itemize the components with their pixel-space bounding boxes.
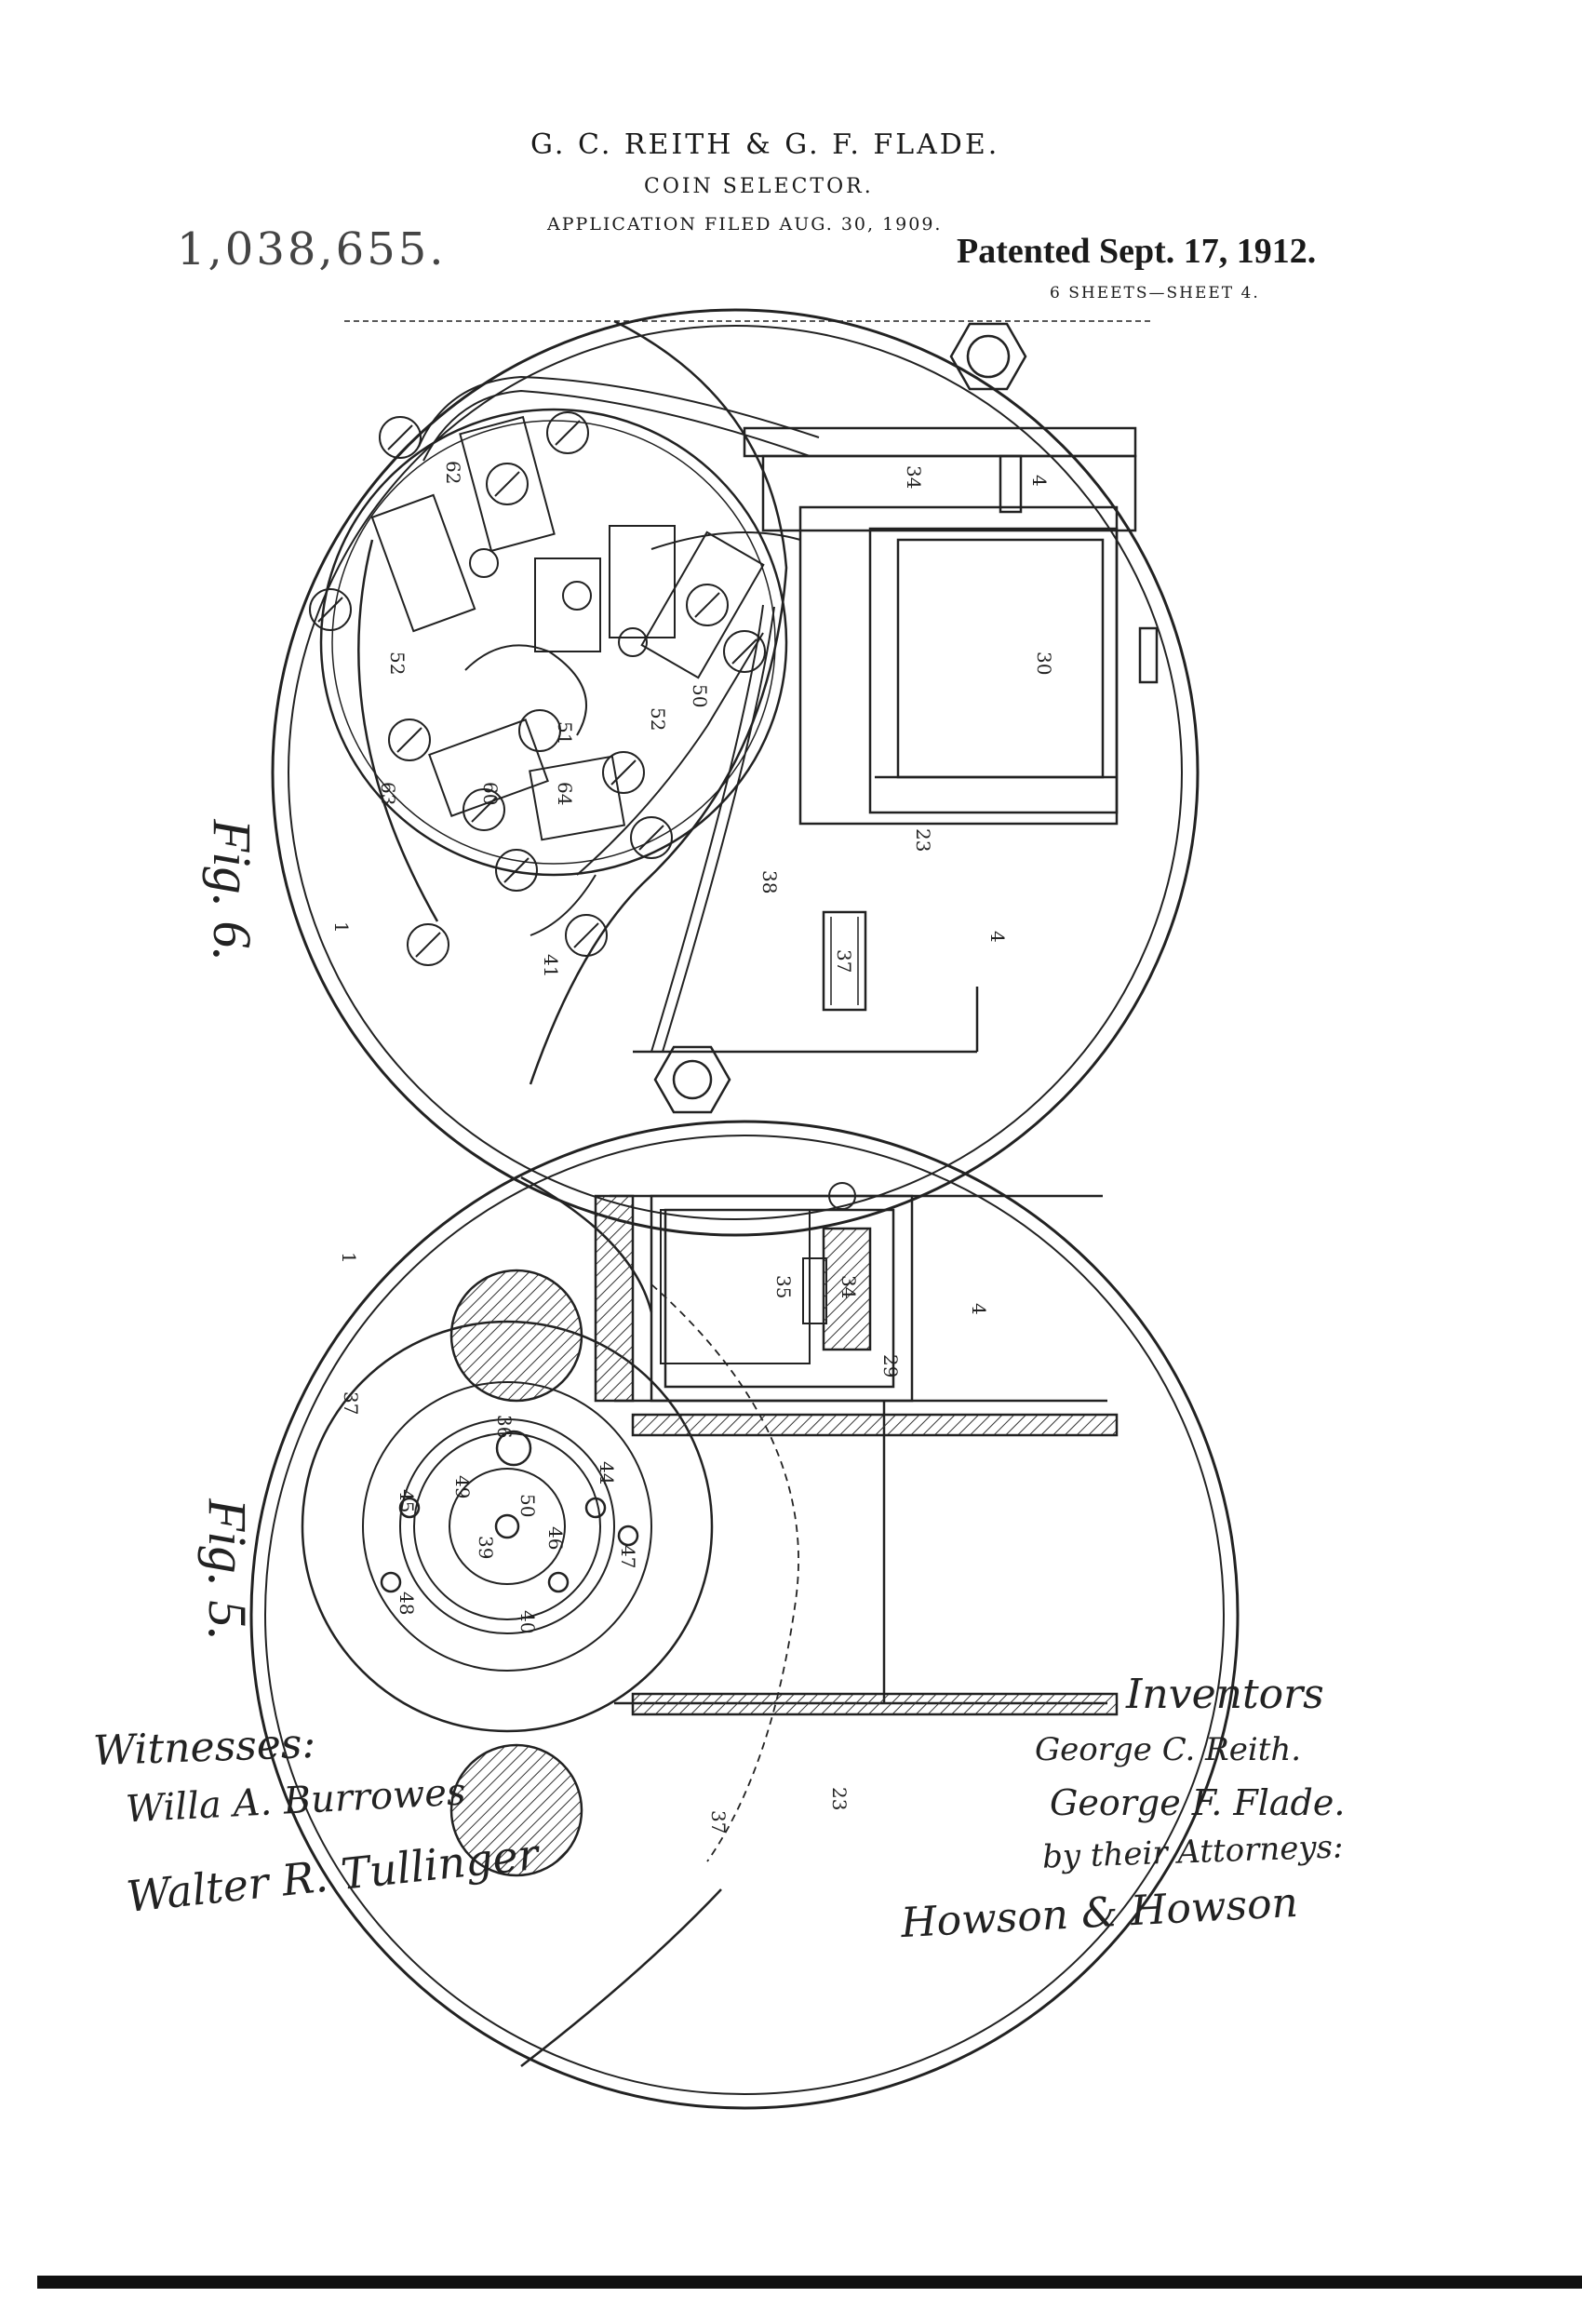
fig5-ref-1: 1 <box>338 1252 360 1264</box>
fig6-ref-41: 50 <box>689 684 711 707</box>
fig5-ref-29: 29 <box>879 1354 902 1377</box>
fig6-ref-50: 51 <box>554 721 576 745</box>
header-title: COIN SELECTOR. <box>644 175 874 198</box>
patent-number: 1,038,655. <box>177 223 447 275</box>
fig5-ref-50: 50 <box>516 1494 539 1517</box>
fig5-label: Fig. 5. <box>197 1498 258 1641</box>
sheet-count: 6 SHEETS—SHEET 4. <box>1050 284 1260 302</box>
fig6-ref-4: 4 <box>986 931 1009 943</box>
header-inventors: G. C. REITH & G. F. FLADE. <box>530 128 1000 161</box>
fig6-ref-34: 37 <box>833 949 855 973</box>
fig6-ref-37: 38 <box>758 870 781 893</box>
fig6-ref-62: 62 <box>442 461 464 484</box>
fig6-ref-23: 23 <box>912 828 934 852</box>
fig5-ref-44: 44 <box>596 1461 618 1484</box>
fig5-ref-36: 36 <box>493 1415 516 1438</box>
fig6-ref-60: 60 <box>479 782 502 805</box>
fig5-ref-34: 34 <box>838 1275 860 1298</box>
witnesses-title: Witnesses: <box>92 1719 317 1776</box>
fig5-ref-37a: 37 <box>340 1391 362 1415</box>
fig5-ref-4: 4 <box>968 1303 990 1315</box>
fig5-ref-39: 39 <box>475 1536 497 1559</box>
inventor-signature-2: George F. Flade. <box>1050 1782 1346 1823</box>
header-filed: APPLICATION FILED AUG. 30, 1909. <box>547 214 943 235</box>
fig6-ref-64: 64 <box>554 782 576 805</box>
fig6-ref-30: 30 <box>1033 652 1055 675</box>
fig6-ref-29: 34 <box>903 465 925 489</box>
fig6-ref-1: 1 <box>330 921 353 934</box>
fig6-ref-38: 41 <box>540 954 562 977</box>
fig6-label: Fig. 6. <box>202 818 262 961</box>
fig5-ref-35: 35 <box>772 1275 795 1298</box>
fig5-ref-37b: 37 <box>707 1810 730 1834</box>
fig5-ref-23: 23 <box>828 1787 851 1810</box>
fig5-ref-40: 40 <box>516 1610 539 1633</box>
patent-date: Patented Sept. 17, 1912. <box>957 232 1317 271</box>
fig5-ref-47: 47 <box>617 1545 639 1568</box>
scan-edge-bar <box>37 2276 1582 2289</box>
fig6-ref-28: 4 <box>1028 475 1051 487</box>
inventors-title: Inventors <box>1126 1671 1324 1718</box>
fig6-ref-51: 52 <box>647 707 669 731</box>
fig6-references: 4 34 30 23 38 4 37 41 1 63 60 64 51 52 5… <box>202 461 1055 977</box>
fig5-ref-48: 48 <box>396 1592 418 1615</box>
fig5-ref-46: 46 <box>544 1526 567 1550</box>
fig5-hatched-parts <box>449 1194 1119 1877</box>
fig5-ref-49: 49 <box>451 1475 474 1498</box>
fig5-references: 1 35 34 4 29 37 36 44 49 45 50 46 39 47 … <box>197 1252 990 1834</box>
fig6-drawing <box>271 308 1200 1237</box>
fig6-ref-52: 52 <box>386 652 409 675</box>
fig6-ref-63: 63 <box>377 782 399 805</box>
fig5-ref-45: 45 <box>396 1489 418 1512</box>
inventor-signature-1: George C. Reith. <box>1035 1731 1302 1768</box>
